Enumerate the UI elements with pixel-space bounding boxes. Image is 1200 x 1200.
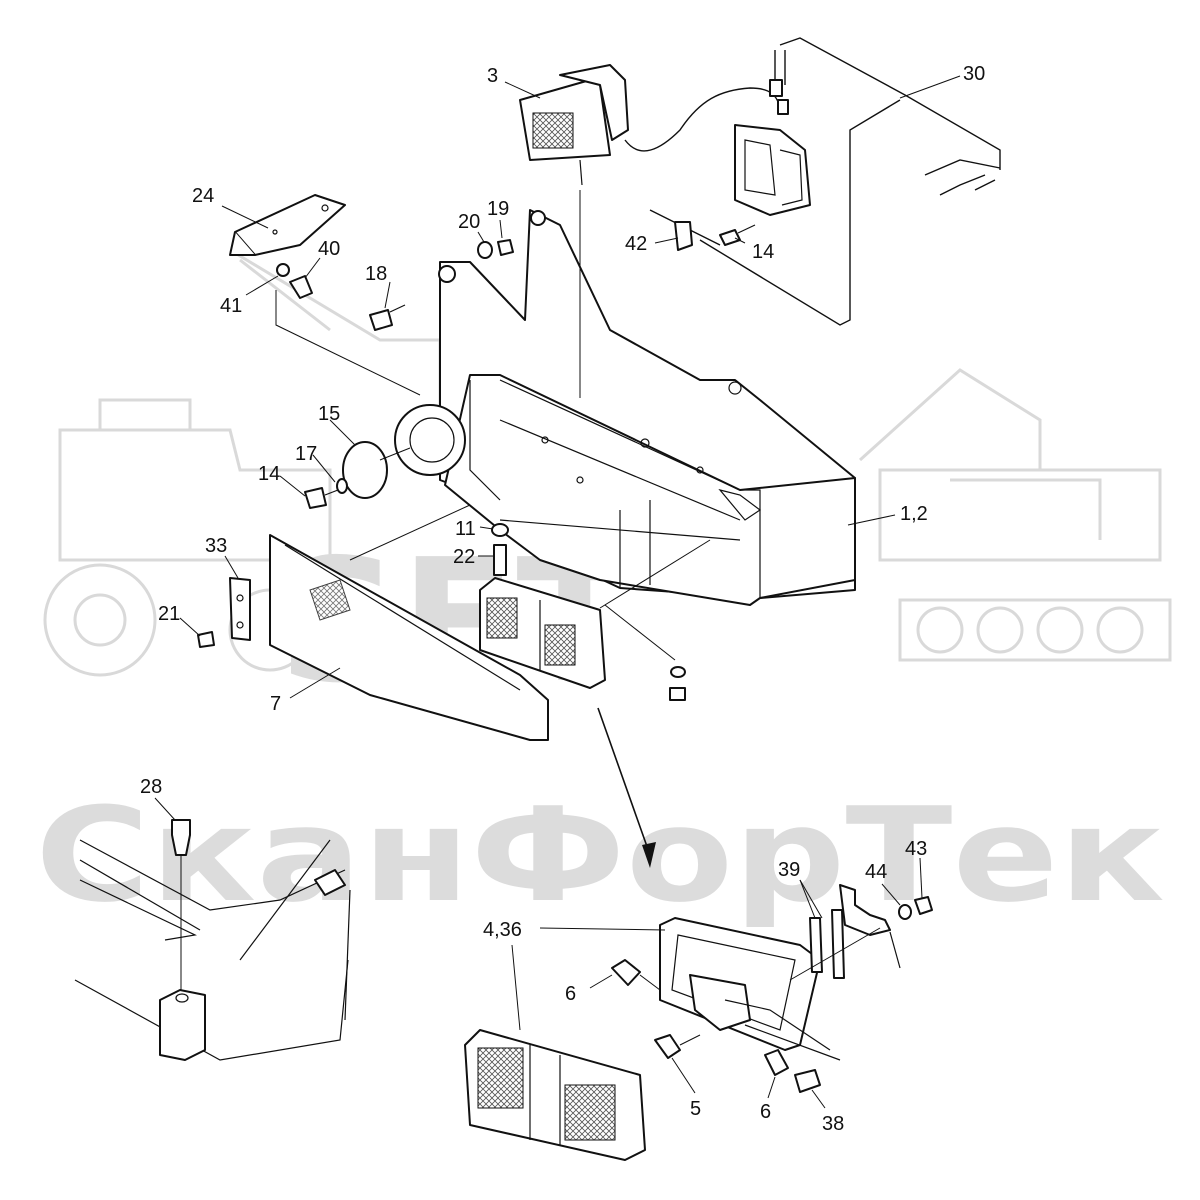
callout-19: 19: [487, 198, 509, 220]
reflector-plate: [269, 534, 549, 741]
beacon-lens: [532, 112, 574, 149]
bracket-33: [197, 577, 251, 648]
bolt-14: [304, 487, 327, 509]
bulb-6-upper: [611, 959, 641, 986]
mount-detail: [74, 819, 351, 1061]
callout-6-right: 6: [760, 1101, 771, 1123]
callout-20: 20: [458, 211, 480, 233]
cable-clip: [674, 221, 693, 251]
callout-21: 21: [158, 603, 180, 625]
washer-17: [336, 478, 348, 494]
callout-15: 15: [318, 403, 340, 425]
leader-lines: [154, 75, 961, 1109]
washer-44: [898, 904, 912, 920]
callout-39: 39: [778, 859, 800, 881]
callout-17: 17: [295, 443, 317, 465]
callout-42: 42: [625, 233, 647, 255]
beacon-lamp: [519, 64, 629, 398]
callout-7: 7: [270, 693, 281, 715]
nut-41: [276, 263, 290, 277]
washer-20: [477, 241, 493, 259]
callout-14-upper: 14: [752, 241, 774, 263]
bolt-40: [289, 275, 313, 299]
rear-lamp-lower: [464, 1029, 646, 1161]
callout-22: 22: [453, 546, 475, 568]
callout-5: 5: [690, 1098, 701, 1120]
block-spacer: [159, 989, 206, 1061]
callout-labels: 3 30 24 19 20 40 41 18 42 14 15 17 14 1,…: [140, 63, 985, 1135]
callout-3: 3: [487, 65, 498, 87]
nut-43: [914, 896, 933, 915]
nut-19: [497, 239, 514, 256]
bracket-24: [229, 194, 346, 256]
callout-11: 11: [455, 518, 476, 540]
callout-14-lower: 14: [258, 463, 280, 485]
bolt-28: [171, 819, 191, 856]
washer-11: [491, 523, 509, 537]
bolt-18: [369, 309, 393, 331]
screw-21: [197, 631, 215, 648]
callout-33: 33: [205, 535, 227, 557]
bolt-22: [493, 544, 507, 576]
cap-15: [342, 441, 388, 499]
watermark-excavator-icon: [858, 368, 1172, 662]
frame-bracket: [394, 209, 856, 606]
callout-6-left: 6: [565, 983, 576, 1005]
callout-1-2: 1,2: [900, 503, 928, 525]
bulb-5: [654, 1034, 681, 1059]
watermark-brand: СканФорТек: [35, 779, 1165, 931]
callout-30: 30: [963, 63, 985, 85]
wiring-harness: [624, 37, 1001, 326]
small-fasteners: [275, 239, 514, 396]
callout-43: 43: [905, 838, 927, 860]
rear-lamp-upper: [349, 504, 711, 701]
watermark: SFT СканФорТек: [35, 248, 1172, 931]
lamp-housing-detail: [611, 884, 933, 1093]
callout-38: 38: [822, 1113, 844, 1135]
callout-4-36: 4,36: [483, 919, 522, 941]
bulb-6-lower: [764, 1049, 789, 1076]
callout-18: 18: [365, 263, 387, 285]
callout-40: 40: [318, 238, 340, 260]
callout-41: 41: [220, 295, 242, 317]
detail-arrow: [597, 707, 656, 868]
cap-assembly: [304, 441, 411, 509]
callout-28: 28: [140, 776, 162, 798]
callout-44: 44: [865, 861, 887, 883]
callout-24: 24: [192, 185, 214, 207]
screw-38: [794, 1069, 821, 1093]
